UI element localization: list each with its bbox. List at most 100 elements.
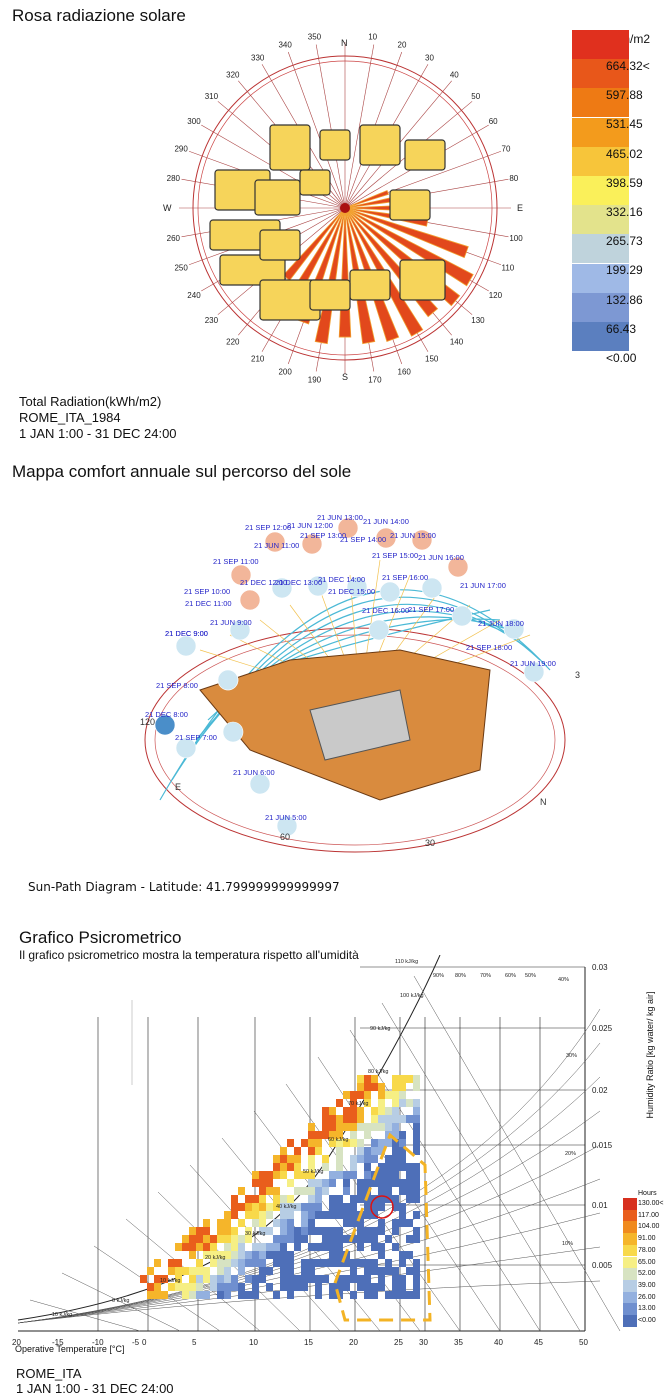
psy-hours-cell xyxy=(280,1251,287,1259)
psy-hours-cell xyxy=(399,1283,406,1291)
sunpath-sun-marker xyxy=(447,556,469,578)
psy-hours-cell xyxy=(217,1267,224,1275)
sunpath-sun-marker xyxy=(249,773,271,795)
psy-x-tick: -5 xyxy=(132,1338,140,1347)
rose-building-block xyxy=(269,124,311,171)
psy-hours-cell xyxy=(266,1267,273,1275)
psy-hours-cell xyxy=(308,1131,315,1139)
psy-hours-cell xyxy=(224,1275,231,1283)
psy-hours-cell xyxy=(196,1259,203,1267)
psy-hours-cell xyxy=(413,1115,420,1123)
psy-hours-cell xyxy=(350,1131,357,1139)
sunpath-sun-label: 21 SEP 16:00 xyxy=(382,573,428,582)
rose-building-block xyxy=(299,169,331,196)
rose-degree-label: 30 xyxy=(425,53,434,62)
psy-enthalpy-line xyxy=(413,975,621,1332)
psy-y-tick: 0.005 xyxy=(592,1261,613,1270)
psy-enthalpy-label: 100 kJ/kg xyxy=(400,993,424,999)
psy-hours-cell xyxy=(322,1163,329,1171)
psy-hours-cell xyxy=(343,1283,350,1291)
psy-hours-cell xyxy=(378,1243,385,1251)
psy-hours-cell xyxy=(259,1259,266,1267)
psy-hours-cell xyxy=(413,1283,420,1291)
psy-hours-cell xyxy=(196,1267,203,1275)
psy-hours-cell xyxy=(329,1283,336,1291)
psy-hours-cell xyxy=(322,1131,329,1139)
psy-hours-cell xyxy=(217,1291,224,1299)
psy-hours-cell xyxy=(280,1235,287,1243)
psy-hours-cell xyxy=(406,1115,413,1123)
rose-degree-label: 60 xyxy=(489,117,498,126)
psy-hours-cell xyxy=(210,1251,217,1259)
sunpath-sun-label: 21 JUN 12:00 xyxy=(287,521,333,530)
psy-hours-cell xyxy=(378,1251,385,1259)
psy-hours-cell xyxy=(189,1267,196,1275)
psy-hours-cell xyxy=(308,1259,315,1267)
psy-hours-cell xyxy=(392,1243,399,1251)
psy-hours-cell xyxy=(182,1291,189,1299)
psy-hours-cell xyxy=(196,1283,203,1291)
psy-hours-cell xyxy=(294,1203,301,1211)
psy-hours-cell xyxy=(280,1195,287,1203)
sunpath-sun-label: 21 SEP 8:00 xyxy=(156,681,198,690)
rose-degree-label: 70 xyxy=(502,144,511,153)
hours-legend-swatch xyxy=(623,1244,637,1257)
radiation-legend-swatch xyxy=(572,176,629,205)
sunpath-ring-label: 30 xyxy=(425,838,435,848)
psy-hours-cell xyxy=(287,1267,294,1275)
hours-legend-label: 65.00 xyxy=(638,1258,656,1266)
psy-hours-cell xyxy=(350,1219,357,1227)
psy-hours-cell xyxy=(245,1275,252,1283)
psy-enthalpy-label: 0 kJ/kg xyxy=(112,1298,129,1304)
sunpath-sun-label: 21 SEP 12:00 xyxy=(245,523,291,532)
psy-y-tick: 0.02 xyxy=(592,1086,608,1095)
psy-hours-cell xyxy=(413,1275,420,1283)
psy-hours-cell xyxy=(259,1211,266,1219)
psy-hours-cell xyxy=(308,1187,315,1195)
rose-building-block xyxy=(309,279,351,311)
psy-hours-cell xyxy=(259,1187,266,1195)
psy-hours-cell xyxy=(287,1195,294,1203)
sunpath-sun-label: 21 SEP 17:00 xyxy=(408,605,454,614)
psy-hours-cell xyxy=(224,1219,231,1227)
radiation-legend-swatch xyxy=(572,146,629,176)
psy-hours-cell xyxy=(378,1203,385,1211)
psy-hours-cell xyxy=(371,1115,378,1123)
psy-hours-cell xyxy=(378,1099,385,1107)
psy-hours-cell xyxy=(329,1243,336,1251)
psy-hours-cell xyxy=(399,1139,406,1147)
psychrometric-title: Grafico Psicrometrico xyxy=(19,928,182,947)
psy-hours-cell xyxy=(329,1179,336,1187)
psy-hours-cell xyxy=(413,1211,420,1219)
psy-hours-cell xyxy=(371,1267,378,1275)
psy-hours-cell xyxy=(392,1227,399,1235)
psy-hours-cell xyxy=(280,1243,287,1251)
psy-hours-cell xyxy=(364,1155,371,1163)
radiation-rose-diagram: NSEW102030405060708010011012013014015016… xyxy=(163,33,523,385)
psy-hours-cell xyxy=(406,1075,413,1083)
hours-legend-swatch xyxy=(623,1256,637,1269)
psy-hours-cell xyxy=(329,1195,336,1203)
psy-hours-cell xyxy=(224,1243,231,1251)
psy-hours-cell xyxy=(301,1203,308,1211)
psy-hours-cell xyxy=(315,1243,322,1251)
psy-hours-cell xyxy=(217,1259,224,1267)
rose-degree-label: 40 xyxy=(450,71,459,80)
psy-hours-cell xyxy=(413,1171,420,1179)
psy-hours-cell xyxy=(413,1099,420,1107)
psy-hours-cell xyxy=(259,1171,266,1179)
psy-hours-cell xyxy=(315,1275,322,1283)
psy-y-tick: 0.025 xyxy=(592,1024,613,1033)
psy-hours-cell xyxy=(371,1179,378,1187)
psy-rh-curve xyxy=(17,1042,601,1324)
psy-hours-cell xyxy=(392,1179,399,1187)
psy-hours-cell xyxy=(364,1291,371,1299)
psy-hours-cell xyxy=(140,1275,147,1283)
psy-hours-cell xyxy=(238,1243,245,1251)
sunpath-sun-marker xyxy=(421,577,443,599)
psy-hours-cell xyxy=(189,1283,196,1291)
psy-hours-cell xyxy=(392,1291,399,1299)
psy-hours-cell xyxy=(350,1115,357,1123)
sunpath-sun-label: 21 JUN 6:00 xyxy=(233,768,275,777)
